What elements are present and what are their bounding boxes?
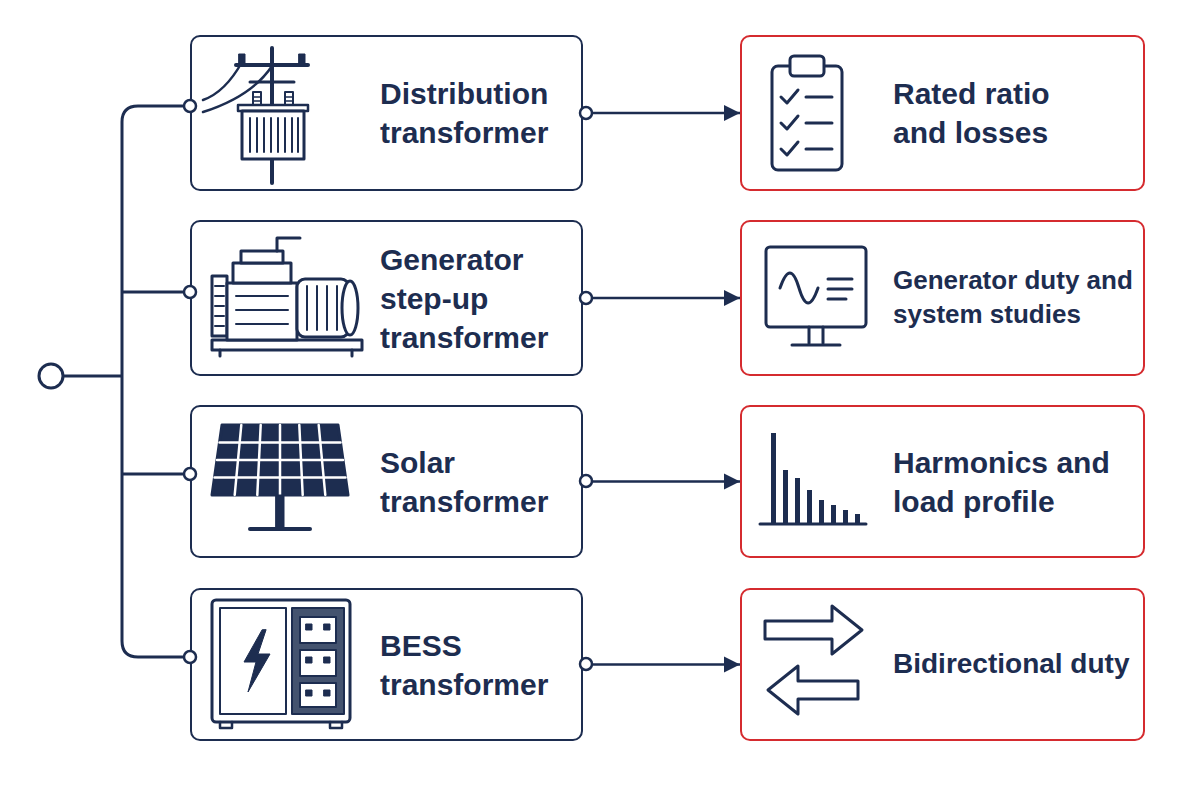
flow-arrow: [583, 480, 740, 483]
monitor-screen: [766, 247, 866, 327]
battery-module: [300, 683, 336, 707]
harmonic-bar: [831, 505, 836, 524]
chart-baseline: [760, 523, 866, 526]
panel-base: [250, 527, 310, 531]
generator-skid: [212, 340, 362, 350]
harmonic-bar: [807, 490, 812, 524]
insulator-symbol: [299, 54, 305, 65]
harmonic-bar: [783, 470, 788, 524]
cabinet-door: [220, 608, 286, 714]
harmonic-bar: [819, 500, 824, 524]
engine-block: [227, 283, 297, 340]
monitor-stand: [792, 327, 840, 345]
consideration-box: Generator duty and system studies: [740, 220, 1145, 376]
radiator-grille: [215, 286, 224, 326]
box-label: Generator duty and system studies: [893, 264, 1139, 332]
consideration-box: Bidirectional duty: [740, 588, 1145, 741]
consideration-box: Harmonics and load profile: [740, 405, 1145, 558]
radiator-symbol: [212, 276, 227, 336]
bushing-symbol: [253, 92, 261, 106]
solar-panel: [212, 425, 348, 495]
equipment-box: Distribution transformer: [190, 35, 583, 191]
flow-arrow: [583, 112, 740, 115]
clipboard-board: [772, 66, 842, 170]
transformer-tank: [242, 111, 304, 159]
panel-stand: [276, 495, 284, 528]
box-label: Solar transformer: [380, 443, 585, 521]
box-label: Rated ratio and losses: [893, 74, 1078, 152]
box-label: Distribution transformer: [380, 74, 585, 152]
alternator-ribs: [307, 286, 337, 330]
box-label: Generator step-up transformer: [380, 240, 585, 357]
harmonic-bar: [855, 514, 860, 524]
box-label: Harmonics and load profile: [893, 443, 1133, 521]
alternator-endcap: [342, 281, 358, 335]
check-marks: [781, 90, 798, 155]
screen-lines: [828, 279, 852, 299]
cabinet-feet: [220, 722, 342, 728]
engine-detail: [236, 296, 288, 324]
alternator-body: [297, 279, 349, 337]
valve-cover: [241, 251, 283, 263]
equipment-box: Generator step-up transformer: [190, 220, 583, 376]
arrow-left-symbol: [768, 666, 858, 714]
equipment-box: BESS transformer: [190, 588, 583, 741]
panel-grid: [215, 425, 346, 495]
root-circle: [39, 364, 63, 388]
checklist-lines: [806, 97, 832, 149]
battery-cabinet: [212, 600, 350, 722]
utility-pole: [270, 48, 274, 183]
box-label: BESS transformer: [380, 626, 585, 704]
power-line: [203, 62, 272, 112]
battery-module: [300, 617, 336, 643]
cooling-fins: [250, 118, 298, 152]
branch-spine: [63, 106, 190, 657]
arrow-right-symbol: [765, 606, 862, 654]
bushing-symbol: [285, 92, 293, 106]
harmonic-bar: [771, 433, 776, 524]
battery-rack: [292, 608, 344, 714]
harmonic-bar: [795, 478, 800, 524]
skid-feet: [220, 350, 352, 356]
box-label: Bidirectional duty: [893, 646, 1139, 682]
exhaust-pipe: [277, 238, 300, 251]
sine-wave: [780, 273, 818, 303]
equipment-box: Solar transformer: [190, 405, 583, 558]
battery-module: [300, 650, 336, 676]
transformer-lid: [238, 105, 308, 111]
flow-arrow: [583, 663, 740, 666]
pole-crossarm: [236, 63, 308, 67]
lightning-bolt: [244, 630, 270, 692]
clipboard-clip: [790, 56, 824, 76]
harmonic-bar: [843, 510, 848, 524]
cylinder-head: [233, 263, 291, 283]
insulator-symbol: [239, 54, 245, 65]
bushing-ribs: [253, 97, 293, 101]
pole-crossarm: [250, 81, 294, 84]
module-terminals: [306, 624, 330, 696]
flow-arrow: [583, 297, 740, 300]
consideration-box: Rated ratio and losses: [740, 35, 1145, 191]
